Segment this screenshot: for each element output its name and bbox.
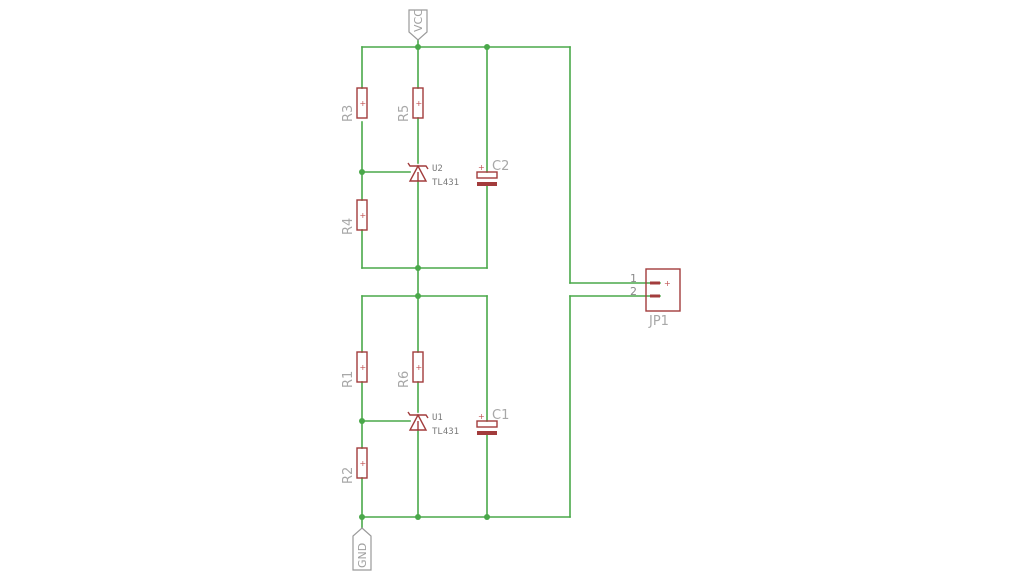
- resistor-label: R4: [341, 218, 356, 235]
- capacitor-polarity-mark: +: [478, 163, 485, 172]
- shunt-regulator-cathode: [407, 162, 429, 170]
- regulator-ref-label: U1: [432, 413, 443, 423]
- junction-dot: [484, 514, 490, 520]
- resistor-polarity-mark: +: [360, 363, 367, 372]
- junctions: [359, 44, 490, 520]
- gnd-net-flag[interactable]: GND: [352, 527, 372, 571]
- capacitor-polarity-mark: +: [478, 412, 485, 421]
- connector-body: [645, 268, 681, 312]
- resistor-r1[interactable]: + R1: [341, 351, 368, 388]
- resistor-r4[interactable]: + R4: [341, 199, 368, 235]
- resistor-body: [356, 351, 368, 383]
- capacitor-plate-negative: [477, 431, 497, 435]
- connector-pin-2-number: 2: [630, 285, 637, 298]
- resistor-polarity-mark: +: [416, 99, 423, 108]
- resistor-body: [412, 87, 424, 119]
- resistor-polarity-mark: +: [360, 459, 367, 468]
- resistor-r3[interactable]: + R3: [341, 87, 368, 122]
- capacitor-c2[interactable]: + C2: [476, 159, 509, 186]
- resistor-label: R1: [341, 371, 356, 388]
- resistor-polarity-mark: +: [416, 363, 423, 372]
- resistor-label: R2: [341, 467, 356, 484]
- connector-pin-1-number: 1: [630, 272, 637, 285]
- vcc-flag-label: VCC: [412, 9, 425, 32]
- vcc-net-flag[interactable]: VCC: [408, 9, 428, 41]
- resistor-r2[interactable]: + R2: [341, 447, 368, 484]
- resistor-r6[interactable]: + R6: [397, 351, 424, 388]
- regulator-ref-label: U2: [432, 164, 443, 174]
- capacitor-c1[interactable]: + C1: [476, 408, 509, 435]
- resistor-polarity-mark: +: [360, 99, 367, 108]
- vcc-flag-shape: [408, 9, 428, 41]
- regulator-u1[interactable]: U1 TL431: [407, 411, 459, 437]
- junction-dot: [359, 418, 365, 424]
- junction-dot: [415, 44, 421, 50]
- resistor-r5[interactable]: + R5: [397, 87, 424, 122]
- junction-dot: [359, 514, 365, 520]
- resistor-body: [412, 351, 424, 383]
- capacitor-label: C2: [492, 159, 509, 174]
- junction-dot: [415, 293, 421, 299]
- wires: [361, 37, 661, 531]
- resistor-label: R5: [397, 105, 412, 122]
- junction-dot: [359, 169, 365, 175]
- regulator-u2[interactable]: U2 TL431: [407, 162, 459, 188]
- capacitor-plate-negative: [477, 182, 497, 186]
- regulator-value-label: TL431: [432, 178, 459, 188]
- junction-dot: [484, 44, 490, 50]
- junction-dot: [415, 265, 421, 271]
- junction-dot: [415, 514, 421, 520]
- connector-label: JP1: [648, 314, 669, 329]
- resistor-body: [356, 199, 368, 231]
- regulator-value-label: TL431: [432, 427, 459, 437]
- connector-jp1[interactable]: + 1 2 JP1: [630, 268, 681, 329]
- resistor-body: [356, 87, 368, 119]
- resistor-label: R6: [397, 371, 412, 388]
- gnd-flag-label: GND: [356, 543, 369, 568]
- capacitor-label: C1: [492, 408, 509, 423]
- gnd-flag-shape: [352, 527, 372, 571]
- capacitor-plate-positive: [476, 171, 498, 179]
- resistor-polarity-mark: +: [360, 211, 367, 220]
- capacitor-plate-positive: [476, 420, 498, 428]
- resistor-label: R3: [341, 105, 356, 122]
- connector-polarity-mark: +: [664, 279, 671, 288]
- shunt-regulator-cathode: [407, 411, 429, 419]
- resistor-body: [356, 447, 368, 479]
